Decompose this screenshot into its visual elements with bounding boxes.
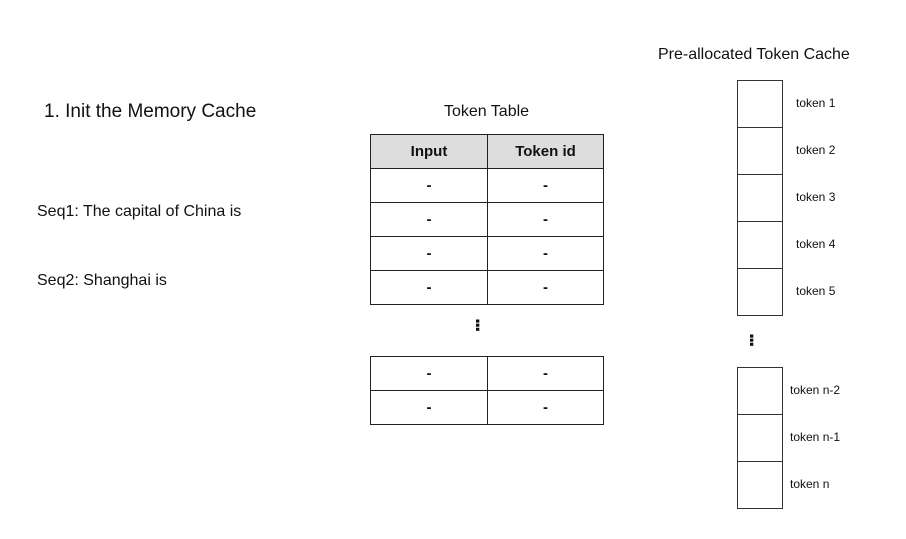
sequence-1-label: Seq1: The capital of China is (37, 203, 242, 220)
token-table-header-row: Input Token id (370, 134, 604, 169)
cache-slot: token 4 (737, 221, 835, 269)
token-table-bottom: - - - - (370, 356, 604, 425)
column-header-token-id: Token id (487, 134, 604, 169)
token-table-top: Input Token id - - - - - - - - (370, 134, 604, 305)
table-cell: - (487, 202, 604, 237)
cache-slot: token 1 (737, 80, 835, 128)
table-cell: - (487, 270, 604, 305)
cache-slot-label: token n (790, 477, 830, 491)
token-cache-title: Pre-allocated Token Cache (658, 46, 850, 63)
cache-slot-label: token 5 (796, 284, 836, 298)
column-header-input: Input (370, 134, 488, 169)
table-row: - - (370, 168, 604, 203)
table-cell: - (370, 236, 488, 271)
cache-slot-label: token 2 (796, 143, 836, 157)
step-title: 1. Init the Memory Cache (44, 101, 257, 122)
cache-slot-label: token 1 (796, 96, 836, 110)
table-cell: - (370, 356, 488, 391)
table-row: - - (370, 270, 604, 305)
cache-slot: token n-2 (737, 367, 840, 415)
sequence-2-label: Seq2: Shanghai is (37, 272, 167, 289)
table-cell: - (487, 390, 604, 425)
table-cell: - (370, 270, 488, 305)
table-row: - - (370, 236, 604, 271)
token-cache-bottom-block: token n-2 token n-1 token n (737, 367, 840, 509)
cache-slot: token 2 (737, 127, 835, 175)
cache-slot: token 3 (737, 174, 835, 222)
table-cell: - (370, 390, 488, 425)
table-row: - - (370, 390, 604, 425)
table-row: - - (370, 202, 604, 237)
cache-slot-label: token n-2 (790, 383, 841, 397)
token-cache-top-block: token 1 token 2 token 3 token 4 token 5 (737, 80, 835, 316)
cache-slot-label: token 3 (796, 190, 836, 204)
cache-slot-label: token 4 (796, 237, 836, 251)
cache-slot-label: token n-1 (790, 430, 841, 444)
table-cell: - (487, 168, 604, 203)
cache-slot: token 5 (737, 268, 835, 316)
table-cell: - (370, 202, 488, 237)
token-table-ellipsis: ... (471, 318, 496, 331)
table-cell: - (487, 356, 604, 391)
token-cache-ellipsis: ... (745, 333, 770, 346)
table-cell: - (487, 236, 604, 271)
table-cell: - (370, 168, 488, 203)
token-table-title: Token Table (443, 103, 530, 120)
cache-slot: token n (737, 461, 829, 509)
cache-slot: token n-1 (737, 414, 840, 462)
table-row: - - (370, 356, 604, 391)
